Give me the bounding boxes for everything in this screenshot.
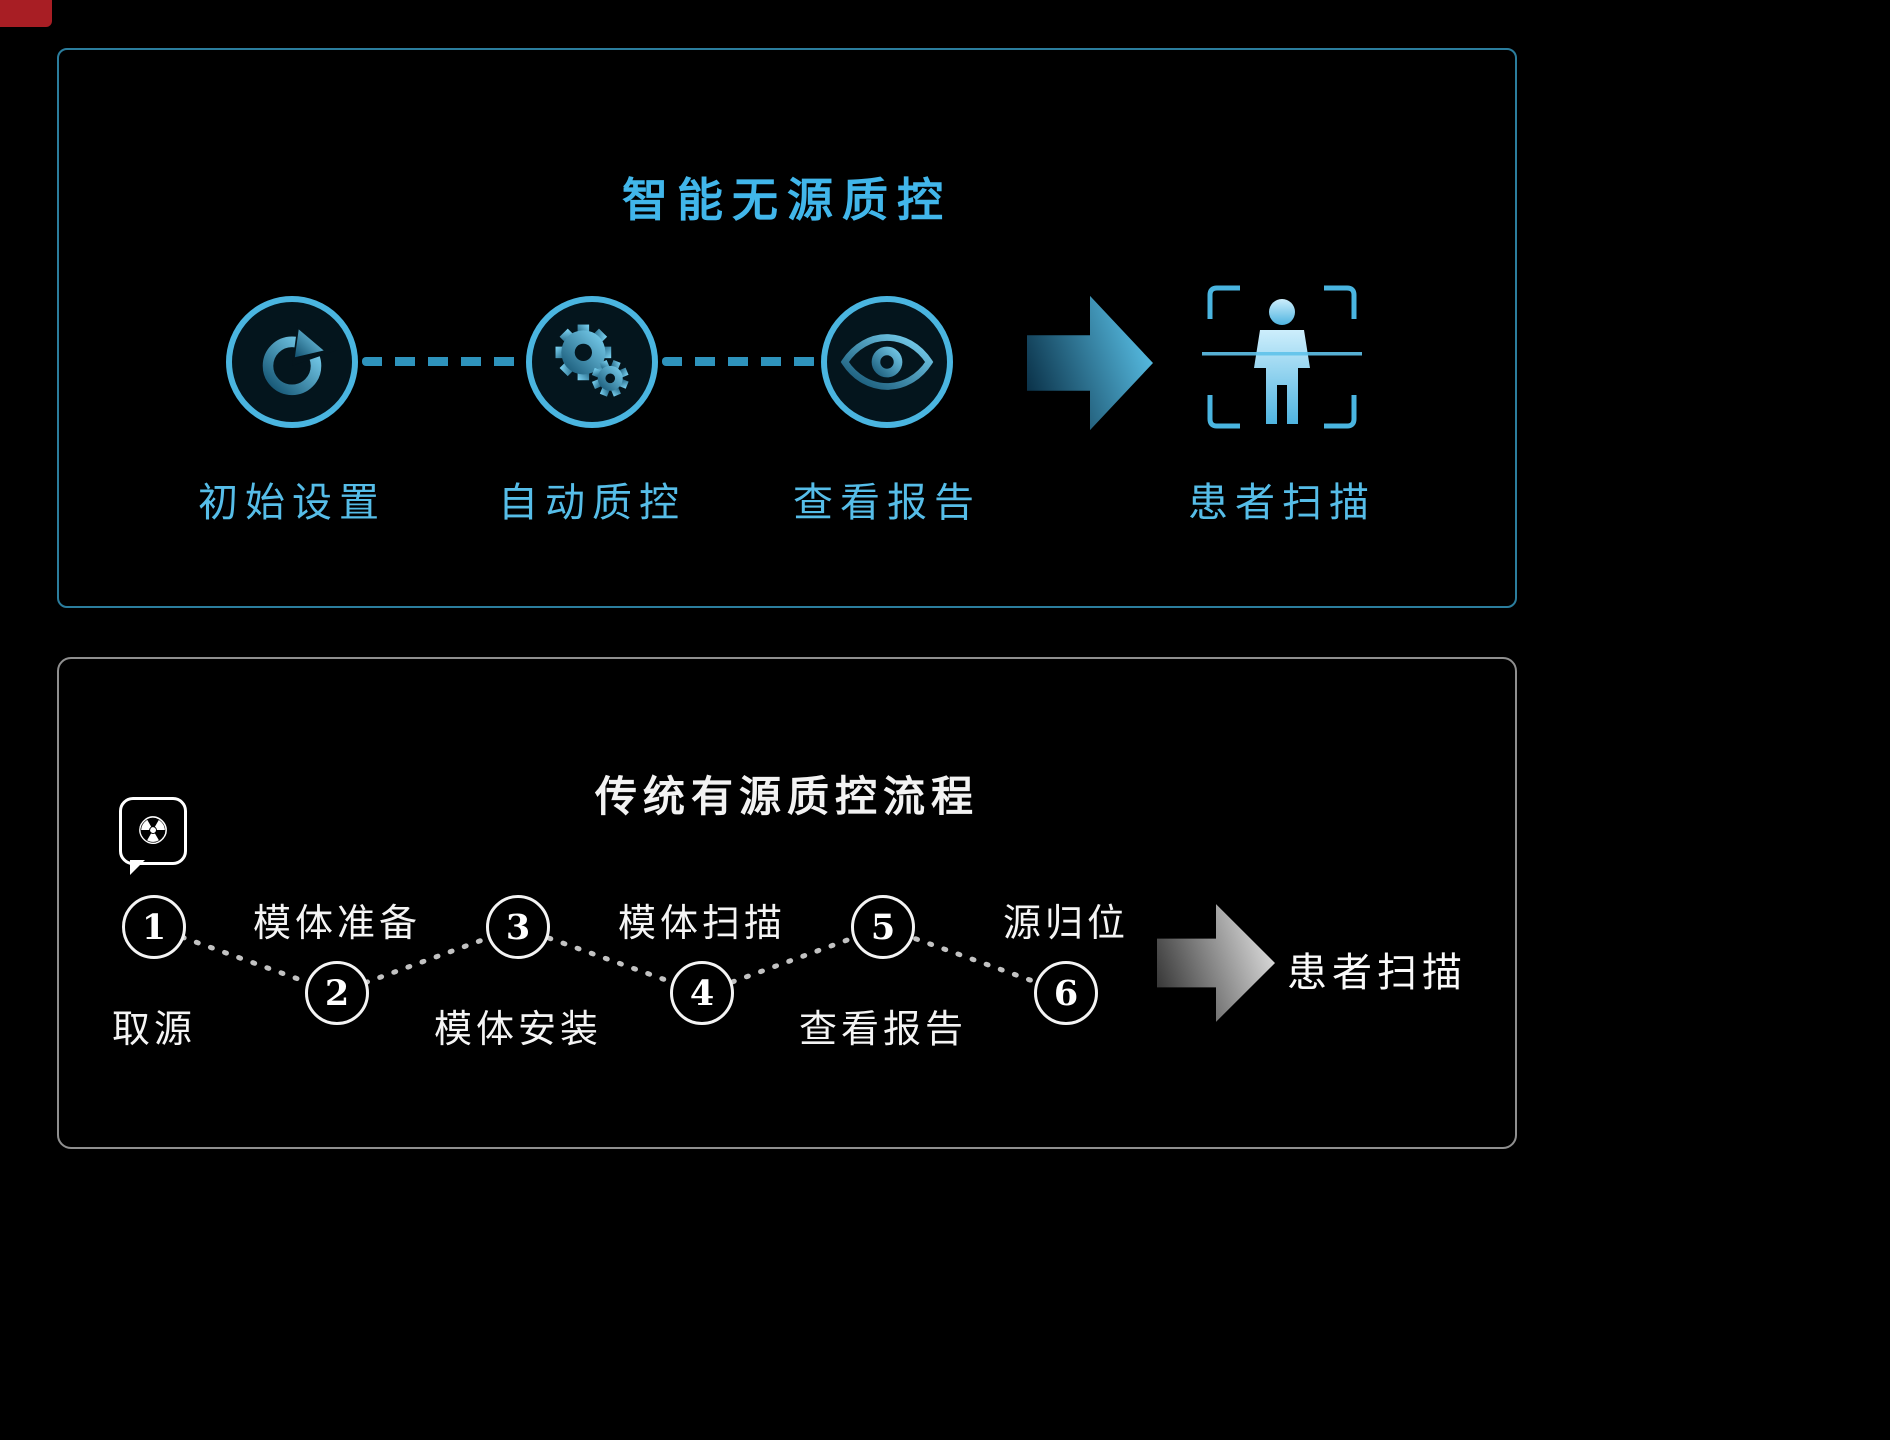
step-number: 4 — [689, 972, 715, 1014]
step-label: 模体准备 — [252, 903, 422, 945]
step-number: 3 — [505, 906, 531, 948]
step-number: 2 — [324, 972, 350, 1014]
dashed-connector — [662, 357, 817, 366]
step-label: 取源 — [111, 1009, 197, 1051]
dashed-connector — [362, 357, 522, 366]
step-number: 6 — [1053, 972, 1079, 1014]
step-label: 源归位 — [1002, 903, 1130, 945]
patient-scan-frame-icon — [1202, 282, 1362, 432]
gears-icon — [526, 296, 658, 428]
step-label: 初始设置 — [198, 481, 386, 525]
result-label: 患者扫描 — [1287, 951, 1467, 995]
right-arrow-icon — [1027, 295, 1153, 431]
step-label: 自动质控 — [498, 481, 686, 525]
step-circle-2: 2 — [305, 961, 369, 1025]
step-label: 模体安装 — [433, 1009, 603, 1051]
radiation-glyph: ☢ — [135, 809, 171, 853]
smart-qc-panel: 智能无源质控 — [57, 48, 1517, 608]
refresh-icon — [226, 296, 358, 428]
result-label: 患者扫描 — [1188, 481, 1376, 525]
traditional-qc-panel: 传统有源质控流程 ☢ 1 2 3 4 5 6 取源 模体准备 模体安装 模体扫描… — [57, 657, 1517, 1149]
step-number: 1 — [141, 906, 167, 948]
step-label: 模体扫描 — [617, 903, 787, 945]
zigzag-dotted-connector — [151, 924, 1069, 996]
step-label: 查看报告 — [798, 1009, 968, 1051]
corner-logo-fragment — [0, 0, 52, 27]
top-panel-title: 智能无源质控 — [622, 174, 952, 226]
step-circle-1: 1 — [122, 895, 186, 959]
bottom-panel-title: 传统有源质控流程 — [594, 773, 979, 820]
eye-icon — [821, 296, 953, 428]
step-number: 5 — [870, 906, 896, 948]
step-label: 查看报告 — [793, 481, 981, 525]
step-circle-4: 4 — [670, 961, 734, 1025]
step-circle-3: 3 — [486, 895, 550, 959]
step-circle-5: 5 — [851, 895, 915, 959]
step-circle-6: 6 — [1034, 961, 1098, 1025]
